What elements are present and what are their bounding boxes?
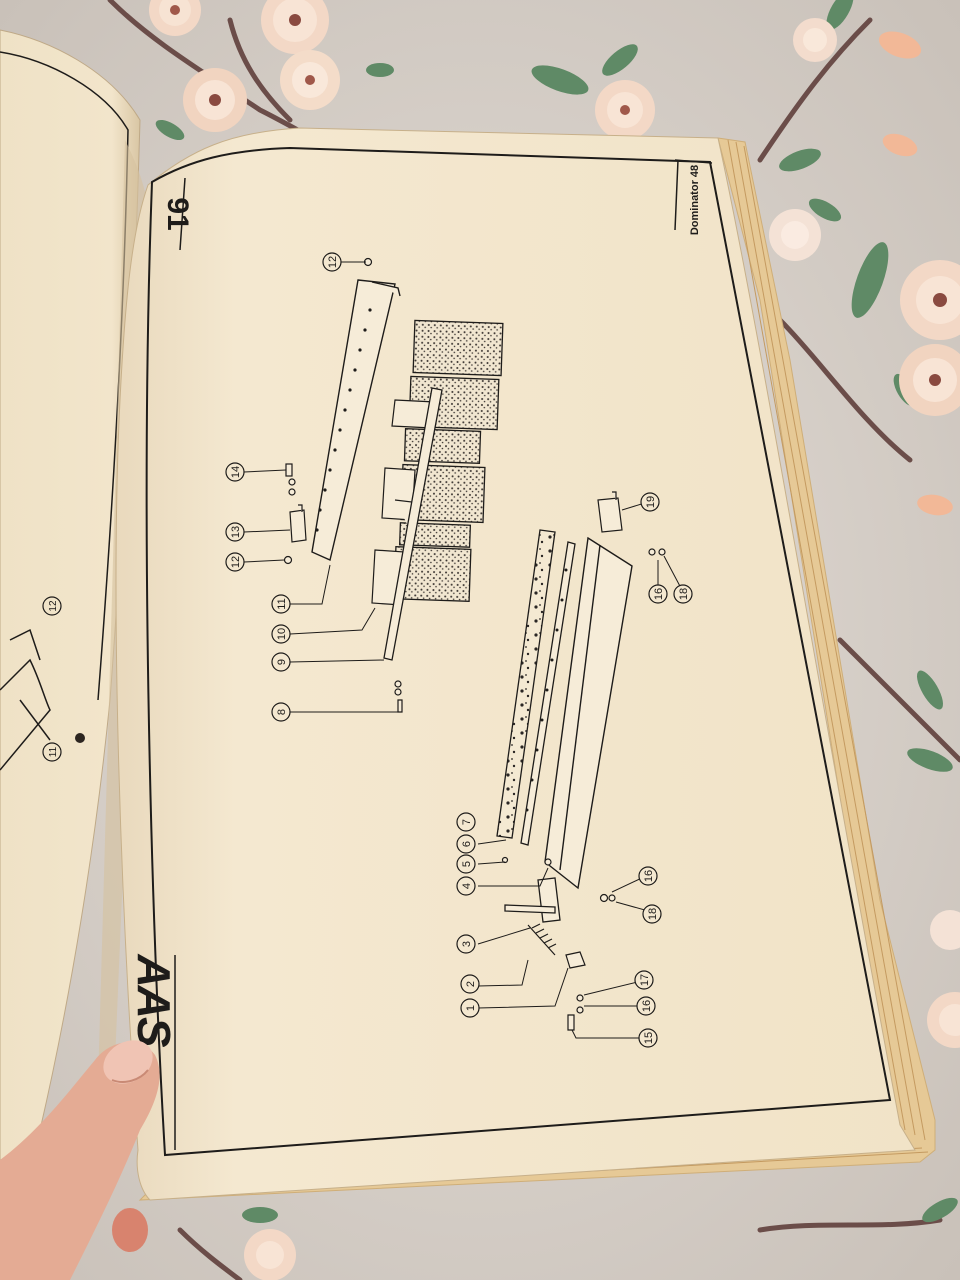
callout-label: 8 — [276, 709, 288, 715]
clip-part-1 — [565, 951, 586, 969]
callout-4: 4 — [456, 876, 476, 896]
callout-label: 14 — [230, 466, 242, 478]
left-page-drawing — [0, 628, 51, 771]
page-number: 91 — [161, 197, 194, 230]
callout-16-upper: 16 — [648, 584, 668, 604]
callout-15: 15 — [638, 1028, 658, 1048]
callout-17: 17 — [634, 970, 654, 990]
left-callout-11: 11 — [42, 742, 62, 762]
callout-label: 12 — [327, 256, 339, 268]
hardware-14 — [285, 463, 296, 496]
page-frame — [145, 146, 892, 1157]
finger — [0, 1040, 160, 1280]
left-callout-12-label: 12 — [48, 600, 59, 612]
callout-2: 2 — [460, 974, 480, 994]
callout-1: 1 — [460, 998, 480, 1018]
callout-label: 9 — [276, 659, 288, 665]
callout-18-middle: 18 — [642, 904, 662, 924]
callout-18-upper: 18 — [673, 584, 693, 604]
callout-label: 15 — [643, 1032, 655, 1044]
callout-19: 19 — [640, 492, 660, 512]
header-rule — [179, 159, 713, 251]
rail-holes — [315, 308, 372, 532]
strip-part-7 — [496, 529, 556, 839]
callout-label: 3 — [461, 941, 473, 947]
callout-label: 16 — [653, 588, 665, 600]
blossom-flowers — [112, 0, 960, 1280]
book-page-edge-lines — [149, 139, 929, 1197]
small-fasteners — [501, 548, 666, 1031]
callout-label: 10 — [276, 628, 288, 640]
callout-12: 12 — [225, 552, 245, 572]
callout-label: 18 — [647, 908, 659, 920]
plate-holes — [525, 568, 568, 812]
left-callout-11-label: 11 — [48, 746, 59, 757]
bracket-13 — [289, 504, 307, 543]
callout-label: 5 — [461, 861, 473, 867]
callout-label: 11 — [276, 598, 288, 609]
model-label: Dominator 48 — [689, 165, 701, 235]
callout-label: 17 — [639, 974, 651, 986]
callout-3: 3 — [456, 934, 476, 954]
spacer-bar-part-9 — [383, 387, 443, 661]
spring-part-2 — [527, 923, 557, 956]
pivot-bracket-3 — [504, 877, 561, 923]
long-rail-part-11 — [311, 279, 401, 561]
deflector-part-4 — [544, 536, 633, 890]
plate-part-6 — [520, 541, 576, 846]
callout-11: 11 — [271, 594, 291, 614]
callout-9: 9 — [271, 652, 291, 672]
callout-label: 1 — [465, 1005, 477, 1011]
bracket-19 — [597, 491, 623, 533]
callout-13: 13 — [225, 522, 245, 542]
callout-label: 6 — [461, 841, 473, 847]
callout-16-middle: 16 — [638, 866, 658, 886]
callout-label: 19 — [645, 496, 657, 508]
callout-10: 10 — [271, 624, 291, 644]
callout-label: 7 — [461, 819, 473, 825]
blossom-leaves — [155, 0, 958, 1223]
callout-16-lower: 16 — [636, 996, 656, 1016]
callout-label: 16 — [643, 870, 655, 882]
brand-logo: AAS — [128, 953, 180, 1047]
callout-label: 4 — [461, 883, 473, 889]
left-callout-12: 12 — [42, 596, 62, 616]
callout-5: 5 — [456, 854, 476, 874]
callout-6: 6 — [456, 834, 476, 854]
callout-label: 18 — [678, 588, 690, 600]
callout-14: 14 — [225, 462, 245, 482]
callout-8: 8 — [271, 702, 291, 722]
bolt-8 — [394, 680, 403, 713]
callout-7: 7 — [456, 812, 476, 832]
callout-label: 2 — [465, 981, 477, 987]
leader-lines — [243, 261, 683, 1039]
callout-label: 16 — [641, 1000, 653, 1012]
washer-12 — [283, 555, 293, 565]
callouts: 12 14 13 12 11 10 9 8 7 6 5 4 3 2 1 19 1… — [225, 252, 693, 1048]
right-page — [115, 127, 916, 1201]
callout-label: 12 — [230, 556, 242, 568]
callout-12-top: 12 — [322, 252, 342, 272]
callout-label: 13 — [230, 526, 242, 538]
binding-hole — [75, 733, 85, 743]
